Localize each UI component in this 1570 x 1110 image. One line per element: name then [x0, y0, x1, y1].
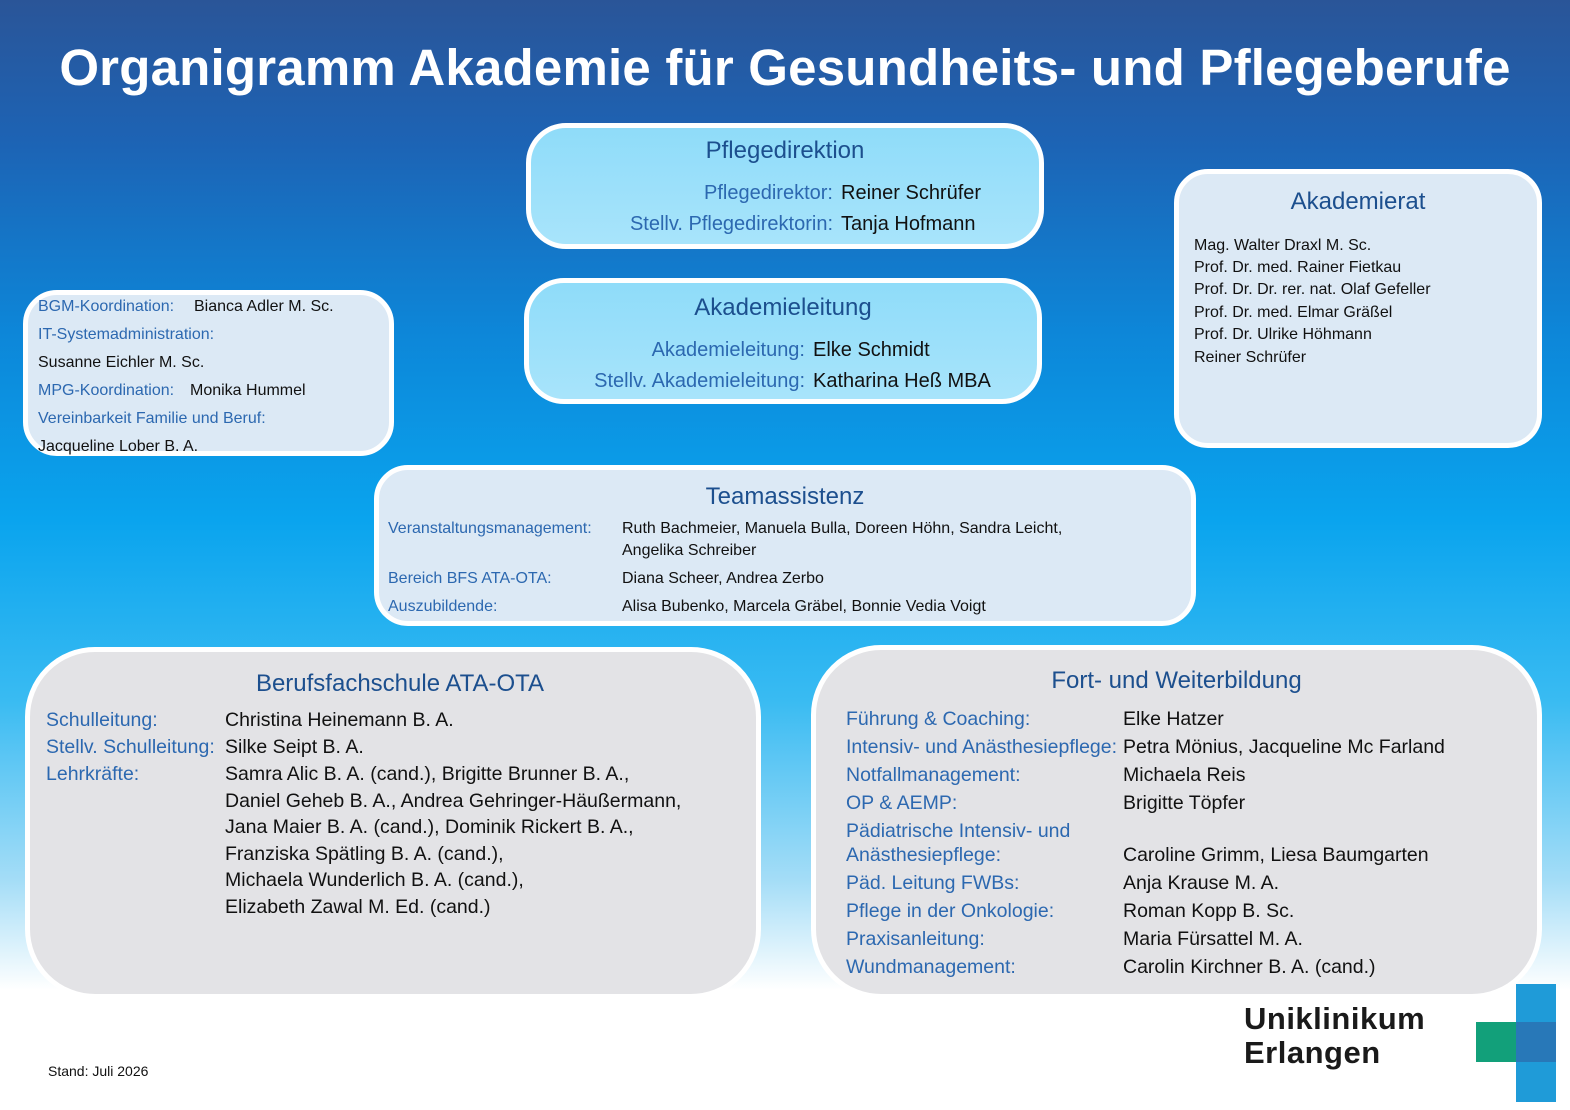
akademieleitung-heading: Akademieleitung: [694, 294, 872, 321]
schulleitung-label: Schulleitung:: [46, 709, 158, 731]
fuehrung-coaching-label: Führung & Coaching:: [846, 708, 1031, 730]
paediatrische-intensiv-label: Pädiatrische Intensiv- und: [846, 820, 1071, 842]
berufsfachschule-box: Berufsfachschule ATA-OTA Schulleitung: C…: [25, 647, 761, 999]
stand-date: Stand: Juli 2026: [48, 1063, 149, 1079]
veranstaltungsmanagement-label: Veranstaltungsmanagement:: [388, 520, 592, 537]
paed-leitung-label: Päd. Leitung FWBs:: [846, 872, 1020, 894]
uniklinikum-logo-icon: [1476, 984, 1556, 1102]
lehrkraefte-line: Jana Maier B. A. (cand.), Dominik Ricker…: [225, 816, 634, 838]
fortbildung-box: Fort- und Weiterbildung Führung & Coachi…: [811, 645, 1542, 999]
paediatrische-intensiv-label-2: Anästhesiepflege:: [846, 844, 1002, 866]
mpg-koordination-label: MPG-Koordination:: [38, 382, 175, 399]
op-aemp-value: Brigitte Töpfer: [1123, 792, 1246, 814]
onkologie-label: Pflege in der Onkologie:: [846, 900, 1055, 922]
pflegedirektion-heading: Pflegedirektion: [705, 137, 865, 164]
akademierat-box: Akademierat Mag. Walter Draxl M. Sc. Pro…: [1174, 169, 1542, 448]
it-systemadministration-label: IT-Systemadministration:: [38, 326, 215, 343]
lehrkraefte-label: Lehrkräfte:: [46, 763, 140, 785]
berufsfachschule-heading: Berufsfachschule ATA-OTA: [255, 670, 545, 697]
lehrkraefte-line: Elizabeth Zawal M. Ed. (cand.): [225, 896, 491, 918]
pflegedirektion-box: Pflegedirektion Pflegedirektor: Reiner S…: [526, 123, 1044, 249]
akademieleitung-box: Akademieleitung Akademieleitung: Elke Sc…: [524, 278, 1042, 404]
akademierat-member: Prof. Dr. Ulrike Höhmann: [1194, 326, 1372, 343]
intensiv-anaesthesie-label: Intensiv- und Anästhesiepflege:: [846, 736, 1118, 758]
pflegedirektor-value: Reiner Schrüfer: [841, 182, 982, 204]
veranstaltungsmanagement-value: Ruth Bachmeier, Manuela Bulla, Doreen Hö…: [622, 520, 1063, 537]
akademierat-member: Prof. Dr. med. Rainer Fietkau: [1194, 259, 1402, 276]
logo-line-2: Erlangen: [1244, 1035, 1381, 1070]
akademierat-member: Prof. Dr. Dr. rer. nat. Olaf Gefeller: [1194, 281, 1431, 298]
stellv-pflegedirektorin-value: Tanja Hofmann: [841, 213, 976, 235]
intensiv-anaesthesie-value: Petra Mönius, Jacqueline Mc Farland: [1123, 736, 1445, 758]
lehrkraefte-line: Michaela Wunderlich B. A. (cand.),: [225, 869, 524, 891]
bereich-bfs-label: Bereich BFS ATA-OTA:: [388, 570, 552, 587]
lehrkraefte-line: Samra Alic B. A. (cand.), Brigitte Brunn…: [225, 763, 630, 785]
wundmanagement-label: Wundmanagement:: [846, 956, 1016, 978]
schulleitung-value: Christina Heinemann B. A.: [225, 709, 454, 731]
praxisanleitung-label: Praxisanleitung:: [846, 928, 985, 950]
akademierat-member: Reiner Schrüfer: [1194, 349, 1307, 366]
it-systemadministration-value: Susanne Eichler M. Sc.: [38, 354, 205, 371]
praxisanleitung-value: Maria Fürsattel M. A.: [1123, 928, 1303, 950]
pflegedirektor-label: Pflegedirektor:: [704, 182, 833, 204]
logo-cross-overlap: [1516, 1022, 1556, 1062]
bereich-bfs-value: Diana Scheer, Andrea Zerbo: [622, 570, 824, 587]
stellv-schulleitung-label: Stellv. Schulleitung:: [46, 736, 215, 758]
page-title: Organigramm Akademie für Gesundheits- un…: [59, 39, 1511, 96]
mpg-koordination-value: Monika Hummel: [190, 382, 306, 399]
fuehrung-coaching-value: Elke Hatzer: [1123, 708, 1224, 730]
auszubildende-label: Auszubildende:: [388, 598, 498, 615]
stellv-akademieleitung-value: Katharina Heß MBA: [813, 370, 991, 392]
akademierat-member: Mag. Walter Draxl M. Sc.: [1194, 237, 1372, 254]
akademieleitung-label: Akademieleitung:: [651, 339, 805, 361]
paediatrische-intensiv-value: Caroline Grimm, Liesa Baumgarten: [1123, 844, 1429, 866]
stellv-schulleitung-value: Silke Seipt B. A.: [225, 736, 364, 758]
teamassistenz-heading: Teamassistenz: [705, 483, 865, 510]
paed-leitung-value: Anja Krause M. A.: [1123, 872, 1280, 894]
vereinbarkeit-label: Vereinbarkeit Familie und Beruf:: [38, 410, 266, 427]
akademieleitung-value: Elke Schmidt: [813, 339, 930, 361]
wundmanagement-value: Carolin Kirchner B. A. (cand.): [1123, 956, 1376, 978]
lehrkraefte-line: Franziska Spätling B. A. (cand.),: [225, 843, 504, 865]
lehrkraefte-line: Daniel Geheb B. A., Andrea Gehringer-Häu…: [225, 790, 682, 812]
koordination-box: BGM-Koordination: Bianca Adler M. Sc. IT…: [23, 290, 394, 456]
stellv-pflegedirektorin-label: Stellv. Pflegedirektorin:: [629, 213, 833, 235]
akademierat-member: Prof. Dr. med. Elmar Gräßel: [1194, 304, 1393, 321]
veranstaltungsmanagement-value-2: Angelika Schreiber: [622, 542, 757, 559]
onkologie-value: Roman Kopp B. Sc.: [1123, 900, 1295, 922]
teamassistenz-box: Teamassistenz Veranstaltungsmanagement: …: [374, 465, 1196, 626]
logo-line-1: Uniklinikum: [1244, 1001, 1426, 1036]
notfallmanagement-value: Michaela Reis: [1123, 764, 1246, 786]
op-aemp-label: OP & AEMP:: [846, 792, 958, 814]
fortbildung-heading: Fort- und Weiterbildung: [1051, 667, 1302, 694]
uniklinikum-logo-text: Uniklinikum Erlangen: [1244, 1002, 1425, 1070]
bgm-koordination-value: Bianca Adler M. Sc.: [194, 298, 334, 315]
stellv-akademieleitung-label: Stellv. Akademieleitung:: [594, 370, 805, 392]
akademierat-heading: Akademierat: [1290, 188, 1426, 215]
auszubildende-value: Alisa Bubenko, Marcela Gräbel, Bonnie Ve…: [622, 598, 986, 615]
notfallmanagement-label: Notfallmanagement:: [846, 764, 1021, 786]
logo-cross-horizontal-left: [1476, 1022, 1516, 1062]
bgm-koordination-label: BGM-Koordination:: [38, 298, 175, 315]
vereinbarkeit-value: Jacqueline Lober B. A.: [38, 438, 199, 455]
